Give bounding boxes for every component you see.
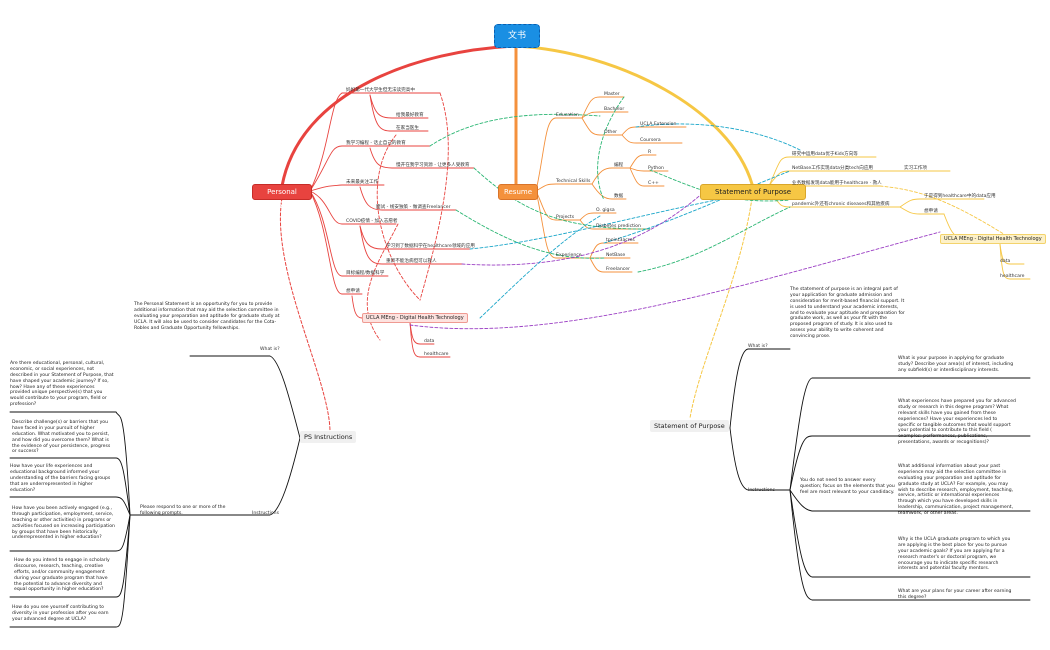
ps-target-program[interactable]: UCLA MEng - Digital Health Technology: [362, 313, 468, 323]
ps-item[interactable]: 我学习编程 - 话止自己的教育: [346, 141, 406, 146]
resume-ucla-extension[interactable]: UCLA Extension: [640, 122, 677, 127]
resume-experience-item[interactable]: Freelancer: [606, 267, 630, 272]
sop-instructions-text: You do not need to answer every question…: [800, 478, 895, 495]
sop-item[interactable]: 想申请: [924, 209, 938, 214]
ps-item[interactable]: 慢开在我学习资源 - 让更多人受教育: [396, 163, 470, 168]
ps-prompt: Describe challenge(s) or barriers that y…: [12, 420, 111, 455]
resume-master[interactable]: Master: [604, 92, 620, 97]
ps-instr-line: [280, 197, 331, 433]
ps-prompt: How have your life experiences and educa…: [10, 464, 111, 493]
ps-prompt: Are there educational, personal, cultura…: [10, 361, 114, 408]
sop-item[interactable]: healthcare: [1000, 274, 1025, 279]
ps-instructions-topic[interactable]: PS Instructions: [300, 431, 357, 443]
sop-target-program[interactable]: UCLA MEng - Digital Health Technology: [940, 234, 1046, 244]
resume-bachelor[interactable]: Bachelor: [604, 107, 625, 112]
ps-item[interactable]: healthcare: [424, 352, 449, 357]
ps-item[interactable]: 给我最好教育: [396, 113, 424, 118]
sop-instructions-label[interactable]: Instructions: [748, 488, 775, 493]
ps-item[interactable]: 学习到了数据科学在healthcare领域的应用: [386, 244, 475, 249]
branch-personal-statement[interactable]: Personal Statement: [252, 184, 312, 210]
resume-project-item[interactable]: Diabetes prediction: [596, 224, 641, 229]
sop-prompt: What additional information about your p…: [898, 464, 1014, 516]
sop-item[interactable]: 研究中运用data优于Kids方向等: [792, 152, 858, 157]
resume-r[interactable]: R: [648, 150, 652, 155]
ps-item[interactable]: 重新不能治病但可以救人: [386, 259, 437, 264]
ps-item[interactable]: 在家当医生: [396, 126, 419, 131]
resume-education[interactable]: Education: [556, 113, 579, 118]
resume-python[interactable]: Python: [648, 166, 664, 171]
resume-other[interactable]: Other: [604, 130, 618, 135]
resume-cpp[interactable]: C++: [648, 181, 659, 186]
resume-project-item[interactable]: O. gigsa: [596, 208, 615, 213]
ps-item[interactable]: 未来最关注工作: [346, 180, 379, 185]
ps-prompt: How have you been actively engaged (e.g.…: [12, 506, 115, 541]
sop-item[interactable]: 于是得到healthcare中的data应用: [924, 194, 996, 199]
ps-what-is-label[interactable]: What is?: [260, 347, 280, 352]
resume-coursera[interactable]: Coursera: [640, 138, 661, 143]
ps-item[interactable]: COVID疫情 - 加入志愿者: [346, 219, 398, 224]
sop-what-is-label[interactable]: What is?: [748, 344, 768, 349]
ps-instructions-label[interactable]: Instructions: [252, 511, 279, 516]
sop-prompt: What is your purpose in applying for gra…: [898, 356, 1014, 373]
ps-instructions-text: Please respond to one or more of the fol…: [140, 505, 226, 516]
ps-item[interactable]: 想申请: [346, 289, 360, 294]
sop-instructions-topic[interactable]: Statement of Purpose: [650, 420, 729, 432]
sop-prompt: What experiences have prepared you for a…: [898, 399, 1016, 446]
ps-item[interactable]: 面试 - 线安独策 - 做调查Freelancer: [376, 205, 451, 210]
sop-item[interactable]: pandemic外还有chronic diseases和其他疾病: [792, 202, 890, 207]
resume-data[interactable]: 数据: [614, 194, 624, 199]
sop-what-is-text: The statement of purpose is an integral …: [790, 287, 905, 339]
sop-item[interactable]: data: [1000, 259, 1011, 264]
sop-prompt: What are your plans for your career afte…: [898, 589, 1012, 600]
resume-projects[interactable]: Projects: [556, 215, 575, 220]
branch-resume[interactable]: Resume: [498, 184, 538, 200]
root-topic[interactable]: 文书: [494, 24, 540, 48]
resume-experience[interactable]: Experience: [556, 253, 582, 258]
sop-item[interactable]: NetBase工作实现data分类tech向应用: [792, 166, 874, 171]
ps-what-is-text: The Personal Statement is an opportunity…: [134, 302, 280, 331]
branch-statement-of-purpose[interactable]: Statement of Purpose: [700, 184, 806, 200]
ps-item[interactable]: 目标编程/数据科学: [346, 271, 385, 276]
sop-item[interactable]: 实习工作项: [904, 166, 927, 171]
ps-prompt: How do you intend to engage in scholarly…: [14, 558, 110, 593]
resume-programming[interactable]: 编程: [614, 163, 624, 168]
resume-technical-skills[interactable]: Technical Skills: [556, 179, 591, 184]
ps-item[interactable]: 妈妈第一代大学生但无法读完高中: [346, 88, 415, 93]
ps-prompt: How do you see yourself contributing to …: [12, 605, 109, 622]
sop-instr-line: [689, 197, 753, 419]
ps-item[interactable]: data: [424, 339, 435, 344]
resume-experience-item[interactable]: tpoint3acres: [606, 238, 635, 243]
branch-line-ps: [280, 44, 518, 188]
sop-item[interactable]: 业务数据发现data能用于healthcare · 救人: [792, 181, 882, 186]
resume-experience-item[interactable]: NetBase: [606, 253, 626, 258]
sop-prompt: Why is the UCLA graduate program to whic…: [898, 537, 1011, 572]
branch-line-sop: [514, 44, 754, 186]
